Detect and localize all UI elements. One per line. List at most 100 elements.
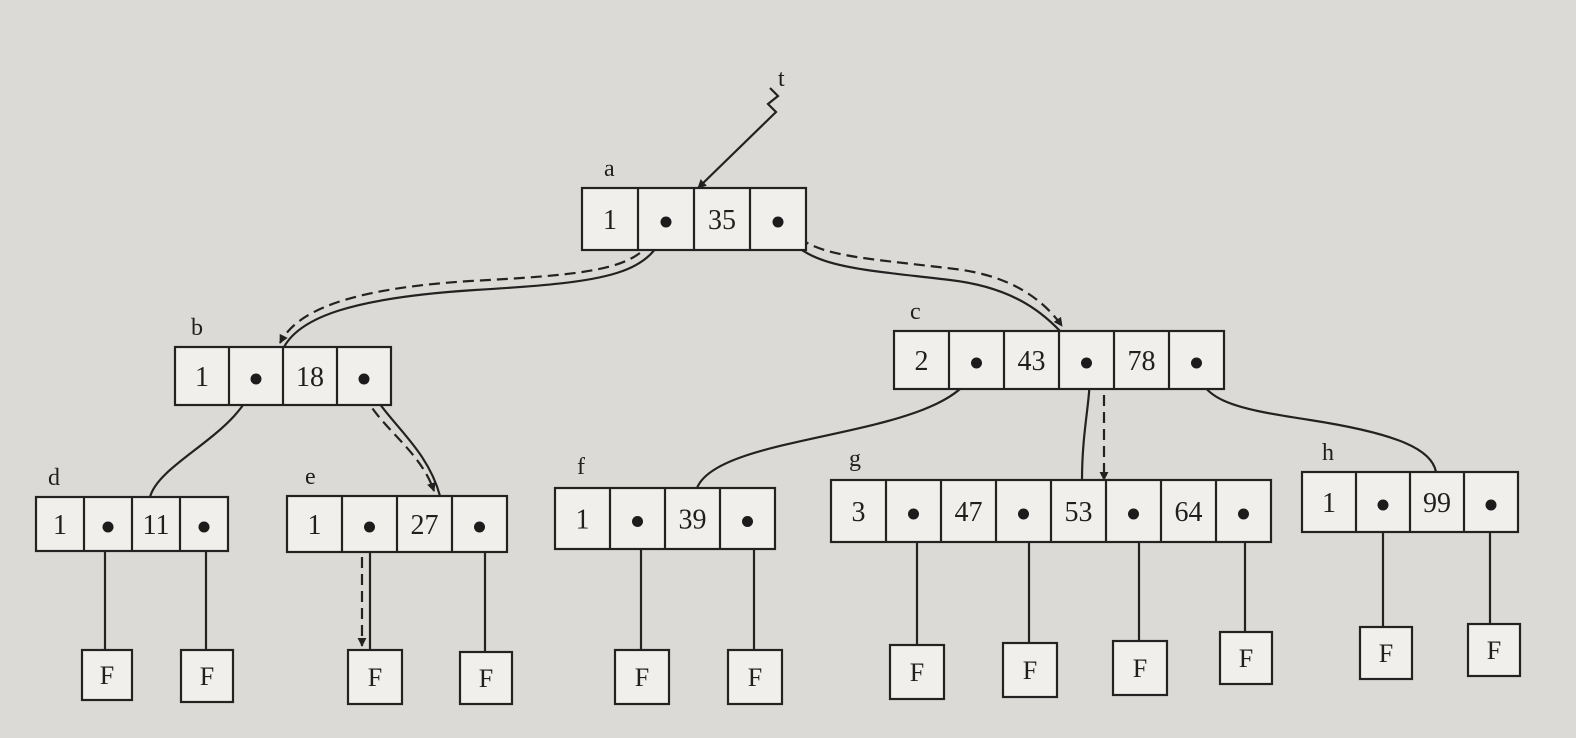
node-key-count: 1 bbox=[195, 362, 209, 393]
root-pointer-label: t bbox=[778, 66, 785, 92]
node-key-count: 3 bbox=[852, 497, 866, 528]
search-path-a-b bbox=[279, 224, 660, 344]
node-key: 47 bbox=[955, 497, 983, 528]
node-key: 78 bbox=[1128, 346, 1156, 377]
node-key-count: 1 bbox=[576, 505, 590, 536]
node-key-count: 1 bbox=[308, 510, 322, 541]
node-label: h bbox=[1322, 440, 1334, 466]
failure-leaf-label: F bbox=[635, 663, 649, 692]
failure-leaf-box bbox=[888, 643, 946, 701]
failure-leaf-box bbox=[80, 648, 134, 702]
failure-leaf-label: F bbox=[1487, 636, 1501, 665]
node-key: 11 bbox=[143, 510, 170, 541]
child-pointer-dot bbox=[1191, 357, 1202, 369]
failure-leaf-label: F bbox=[200, 662, 214, 691]
child-pointer-dot bbox=[908, 508, 919, 520]
child-pointer-dot bbox=[250, 373, 262, 385]
node-key-count: 1 bbox=[1322, 488, 1336, 519]
failure-leaf: F bbox=[179, 648, 235, 704]
failure-leaf-label: F bbox=[1133, 654, 1147, 683]
child-pointer-dot bbox=[1018, 508, 1029, 520]
search-path-a-c bbox=[786, 225, 1063, 327]
failure-leaf-box bbox=[1111, 639, 1169, 697]
child-pointer-dot bbox=[971, 357, 982, 369]
node-e: e 1 27 bbox=[285, 464, 509, 554]
node-key: 35 bbox=[708, 205, 736, 236]
node-label: e bbox=[305, 464, 316, 490]
failure-leaf-label: F bbox=[748, 663, 762, 692]
failure-leaf: F bbox=[80, 648, 134, 702]
child-pointer-dot bbox=[102, 521, 114, 533]
failure-leaf-label: F bbox=[1023, 656, 1037, 685]
failure-leaf-box bbox=[726, 648, 784, 706]
child-pointer-dot bbox=[1081, 357, 1092, 369]
node-label: d bbox=[48, 465, 60, 491]
node-label: a bbox=[604, 156, 615, 182]
child-pointer-dot bbox=[1238, 508, 1249, 520]
failure-leaf-label: F bbox=[1379, 639, 1393, 668]
node-key: 39 bbox=[679, 505, 707, 536]
failure-leaf-box bbox=[179, 648, 235, 704]
child-pointer-dot bbox=[1377, 499, 1389, 511]
failure-leaf-label: F bbox=[368, 663, 382, 692]
child-pointer-dot bbox=[358, 373, 370, 385]
node-key: 18 bbox=[296, 362, 324, 393]
failure-leaf: F bbox=[458, 650, 514, 706]
child-pointer-dot bbox=[474, 521, 485, 533]
child-pointer-dot bbox=[632, 516, 643, 527]
child-pointer-dot bbox=[1128, 508, 1139, 520]
edge-c-h bbox=[1194, 363, 1438, 473]
search-path-b-e bbox=[356, 377, 436, 492]
failure-leaf: F bbox=[346, 648, 404, 706]
child-pointer-dot bbox=[742, 516, 753, 527]
failure-leaf-box bbox=[1218, 630, 1274, 686]
root-pointer-line bbox=[697, 87, 780, 189]
node-key: 43 bbox=[1018, 346, 1046, 377]
node-key: 53 bbox=[1065, 497, 1093, 528]
edge-a-b bbox=[283, 221, 669, 348]
node-f: f 1 39 bbox=[553, 454, 777, 551]
failure-leaf-box bbox=[346, 648, 404, 706]
failure-leaf: F bbox=[1111, 639, 1169, 697]
failure-leaf: F bbox=[1466, 622, 1522, 678]
child-pointer-dot bbox=[364, 521, 375, 533]
node-key: 99 bbox=[1423, 488, 1451, 519]
node-g: g 3 47 53 64 bbox=[829, 446, 1273, 544]
failure-leaf-box bbox=[613, 648, 671, 706]
node-label: c bbox=[910, 299, 921, 325]
child-pointer-dot bbox=[198, 521, 210, 533]
failure-leaf-box bbox=[1466, 622, 1522, 678]
node-key-count: 1 bbox=[53, 510, 67, 541]
failure-leaf: F bbox=[1001, 641, 1059, 699]
failure-leaf-label: F bbox=[1239, 644, 1253, 673]
node-key-count: 1 bbox=[603, 205, 617, 236]
failure-leaf-label: F bbox=[479, 664, 493, 693]
failure-leaf: F bbox=[1358, 625, 1414, 681]
node-key: 27 bbox=[411, 510, 439, 541]
child-pointer-dot bbox=[772, 216, 784, 228]
failure-leaf-box bbox=[458, 650, 514, 706]
failure-leaf: F bbox=[888, 643, 946, 701]
node-key: 64 bbox=[1175, 497, 1203, 528]
node-label: g bbox=[849, 446, 861, 472]
node-label: b bbox=[191, 315, 203, 341]
node-c: c 2 43 78 bbox=[892, 299, 1226, 391]
node-a: a 1 35 bbox=[580, 156, 808, 252]
node-h: h 1 99 bbox=[1300, 440, 1520, 534]
node-key-count: 2 bbox=[915, 346, 929, 377]
child-pointer-dot bbox=[1485, 499, 1497, 511]
node-label: f bbox=[577, 454, 585, 480]
failure-leaf: F bbox=[726, 648, 784, 706]
failure-leaf: F bbox=[613, 648, 671, 706]
failure-leaf-label: F bbox=[910, 658, 924, 687]
failure-leaf-box bbox=[1358, 625, 1414, 681]
failure-leaf-label: F bbox=[100, 661, 114, 690]
failure-leaf: F bbox=[1218, 630, 1274, 686]
node-b: b 1 18 bbox=[173, 315, 393, 407]
child-pointer-dot bbox=[660, 216, 672, 228]
failure-leaf-box bbox=[1001, 641, 1059, 699]
